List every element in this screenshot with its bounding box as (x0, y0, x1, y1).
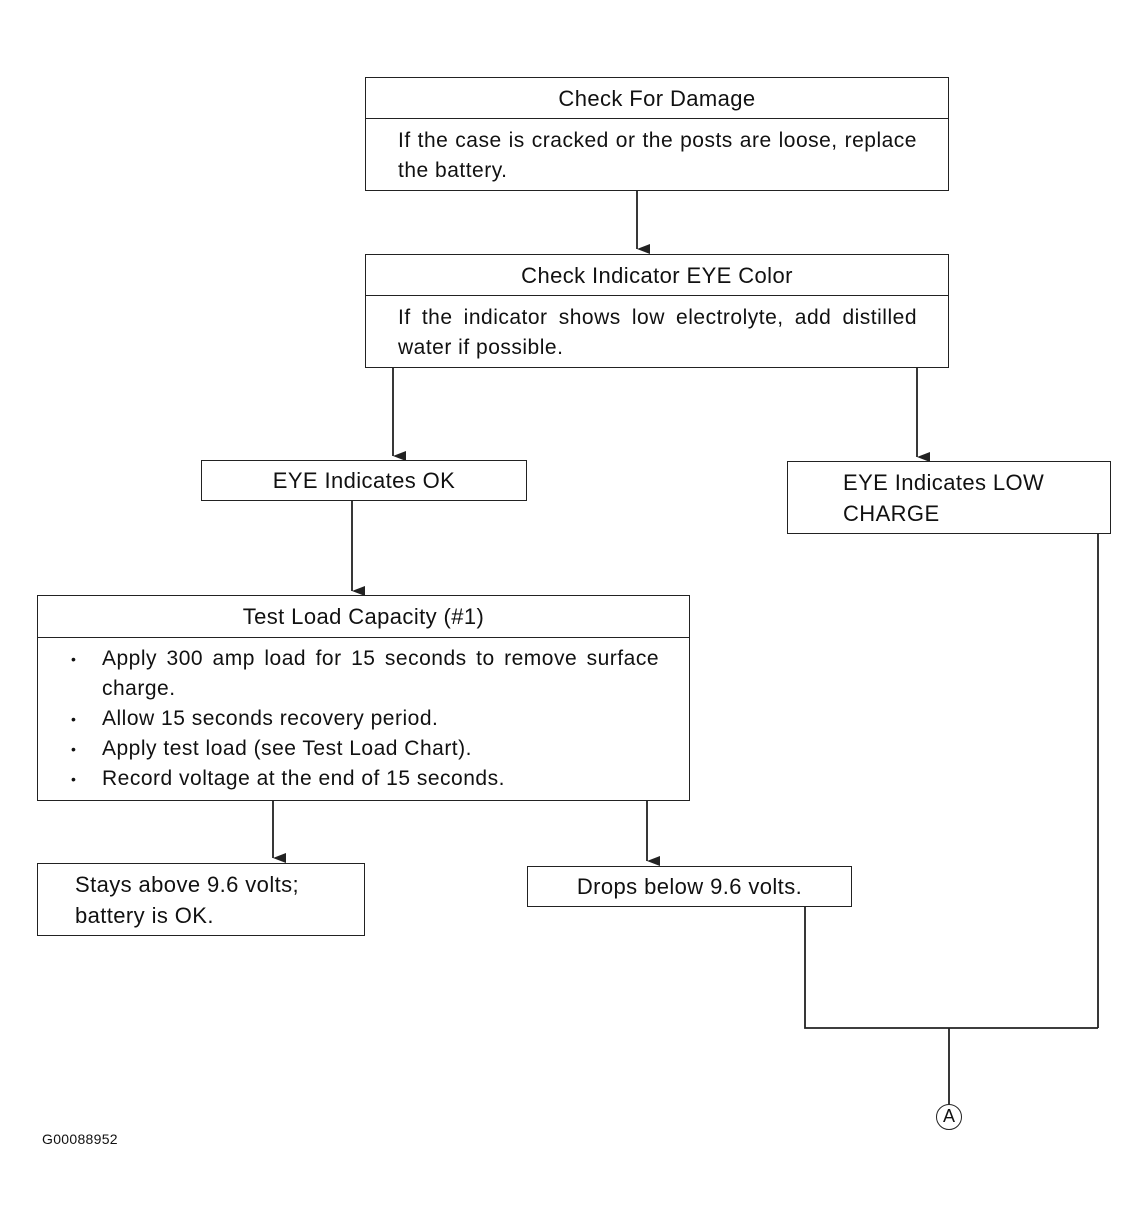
eye-ok-box: EYE Indicates OK (201, 460, 527, 501)
stays-above-box: Stays above 9.6 volts; battery is OK. (37, 863, 365, 936)
check-damage-box: Check For Damage If the case is cracked … (365, 77, 949, 191)
bullet-icon: • (71, 651, 77, 667)
eye-low-box: EYE Indicates LOW CHARGE (787, 461, 1111, 534)
test-load-box: Test Load Capacity (#1) • Apply 300 amp … (37, 595, 690, 801)
test-load-item-text: Record voltage at the end of 15 seconds. (102, 767, 505, 790)
test-load-item: • Apply 300 amp load for 15 seconds to r… (38, 644, 659, 704)
drops-below-box: Drops below 9.6 volts. (527, 866, 852, 907)
connector-label: A (942, 1106, 955, 1126)
connector-a-icon: A (936, 1104, 962, 1130)
bullet-icon: • (71, 741, 77, 757)
test-load-item: • Record voltage at the end of 15 second… (38, 764, 659, 794)
stays-above-label: Stays above 9.6 volts; battery is OK. (75, 872, 300, 928)
test-load-title: Test Load Capacity (#1) (38, 596, 689, 638)
check-damage-title: Check For Damage (366, 78, 948, 119)
check-eye-box: Check Indicator EYE Color If the indicat… (365, 254, 949, 368)
bullet-icon: • (71, 711, 77, 727)
eye-low-label: EYE Indicates LOW CHARGE (843, 470, 1045, 526)
test-load-list: • Apply 300 amp load for 15 seconds to r… (38, 638, 689, 794)
test-load-item-text: Apply test load (see Test Load Chart). (102, 737, 472, 760)
check-eye-title: Check Indicator EYE Color (366, 255, 948, 296)
test-load-item-text: Apply 300 amp load for 15 seconds to rem… (102, 647, 659, 700)
drops-below-label: Drops below 9.6 volts. (576, 874, 803, 899)
check-damage-body: If the case is cracked or the posts are … (398, 129, 917, 182)
line-drops-to-merge (804, 907, 1098, 1029)
check-eye-body: If the indicator shows low electrolyte, … (398, 306, 917, 359)
figure-id: G00088952 (42, 1131, 118, 1147)
test-load-item: • Allow 15 seconds recovery period. (38, 704, 659, 734)
eye-ok-label: EYE Indicates OK (272, 468, 456, 493)
test-load-item: • Apply test load (see Test Load Chart). (38, 734, 659, 764)
test-load-item-text: Allow 15 seconds recovery period. (102, 707, 439, 730)
bullet-icon: • (71, 771, 77, 787)
